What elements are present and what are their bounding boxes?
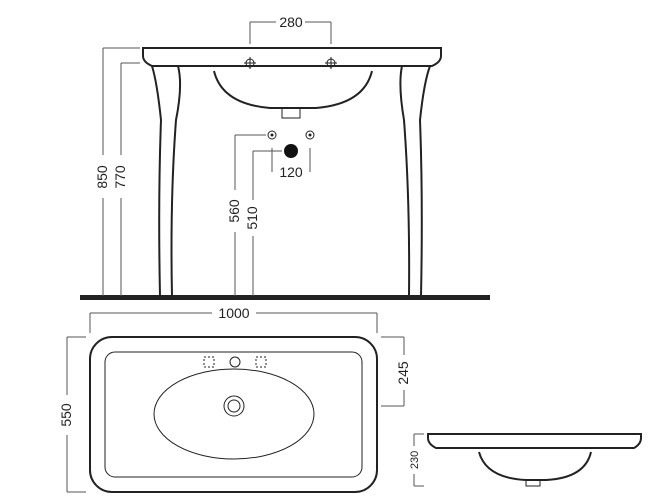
dimension-1000: 1000 [89,305,378,333]
plan-tap-hole-right-icon [255,356,267,368]
dimension-230: 230 [409,433,424,487]
leg-left [150,65,182,297]
plan-outer-outline [89,336,378,493]
dimension-850: 850 [94,47,140,296]
plan-tap-hole-left-icon [203,356,215,368]
supply-point-right-icon [305,130,315,140]
waste-outlet-front [281,107,301,119]
dim-120-label: 120 [279,164,303,180]
dimension-770: 770 [112,62,140,296]
plan-view: 1000 550 245 [58,305,411,493]
dim-280-label: 280 [279,14,303,30]
front-elevation: 280 850 770 560 510 [80,14,490,300]
dimension-560: 560 [226,134,266,296]
tap-hole-left-icon [244,57,256,69]
dim-1000-label: 1000 [218,305,249,321]
dim-510-label: 510 [244,206,260,230]
plan-waste-icon [223,395,245,417]
tap-hole-right-icon [325,57,337,69]
dim-230-label: 230 [409,451,421,469]
side-bowl [478,451,592,481]
plan-basin-bowl [153,368,315,460]
dimension-120: 120 [271,148,311,180]
side-rim [427,433,642,449]
dimension-550: 550 [58,336,86,493]
floor-line [80,295,490,300]
side-waste-icon [525,479,541,487]
dimension-245: 245 [381,336,411,407]
dim-245-label: 245 [395,361,411,385]
plan-mixer-hole-icon [229,356,241,368]
plan-waste-inner-icon [227,399,241,413]
dim-550-label: 550 [58,403,74,427]
dimension-510: 510 [244,150,282,296]
plan-inner-outline [104,351,363,478]
dim-850-label: 850 [94,165,110,189]
dimension-280: 280 [249,14,332,44]
side-section: 230 [409,433,642,487]
dim-560-label: 560 [226,199,242,223]
console-top [142,47,442,67]
supply-point-left-icon [267,130,277,140]
dim-770-label: 770 [112,165,128,189]
basin-bowl-front [213,70,373,109]
waste-point-icon [284,144,298,158]
leg-right [399,65,432,297]
